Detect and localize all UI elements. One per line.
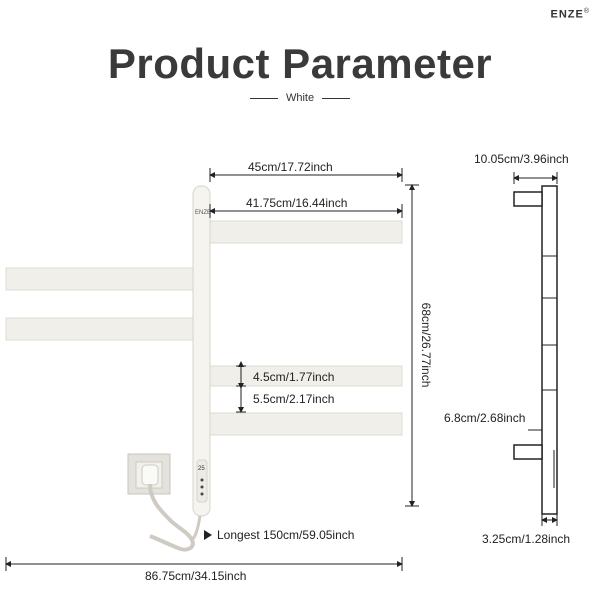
label-bar-thickness: 4.5cm/1.77inch <box>253 370 335 384</box>
label-side-spacing: 6.8cm/2.68inch <box>444 411 526 425</box>
swung-bar-lower <box>5 317 197 341</box>
bar-bottom <box>207 412 403 436</box>
brand-logo: ENZE® <box>550 8 590 21</box>
registered-mark: ® <box>583 8 590 15</box>
control-button-2 <box>200 485 204 489</box>
label-total-width: 86.75cm/34.15inch <box>145 569 247 583</box>
label-bar-gap: 5.5cm/2.17inch <box>253 392 335 406</box>
label-side-depth: 10.05cm/3.96inch <box>474 152 569 166</box>
label-top-width: 45cm/17.72inch <box>248 160 333 174</box>
subtitle: White <box>285 92 315 104</box>
label-cable: Longest 150cm/59.05inch <box>217 528 355 542</box>
control-button-1 <box>200 478 204 482</box>
cable-lead <box>190 515 202 542</box>
display-readout: 25 <box>198 466 205 472</box>
side-view-bracket-bottom <box>513 444 543 460</box>
side-view-column <box>541 185 558 515</box>
column-logo: ENZE <box>195 210 211 216</box>
subtitle-row: White <box>0 92 600 104</box>
page-title: Product Parameter <box>107 40 493 87</box>
subtitle-left-line <box>249 97 278 99</box>
main-column <box>192 185 211 517</box>
subtitle-right-line <box>322 97 351 99</box>
brand-name: ENZE <box>550 8 584 21</box>
swung-bar-upper <box>5 267 197 291</box>
label-height: 68cm/26.77inch <box>419 303 433 388</box>
bar-top <box>207 220 403 244</box>
side-view-bracket-top <box>513 191 543 207</box>
triangle-left-icon <box>204 530 212 540</box>
label-bar-length: 41.75cm/16.44inch <box>246 196 348 210</box>
label-side-base: 3.25cm/1.28inch <box>482 532 571 546</box>
control-button-3 <box>200 492 204 496</box>
plug <box>141 464 159 486</box>
